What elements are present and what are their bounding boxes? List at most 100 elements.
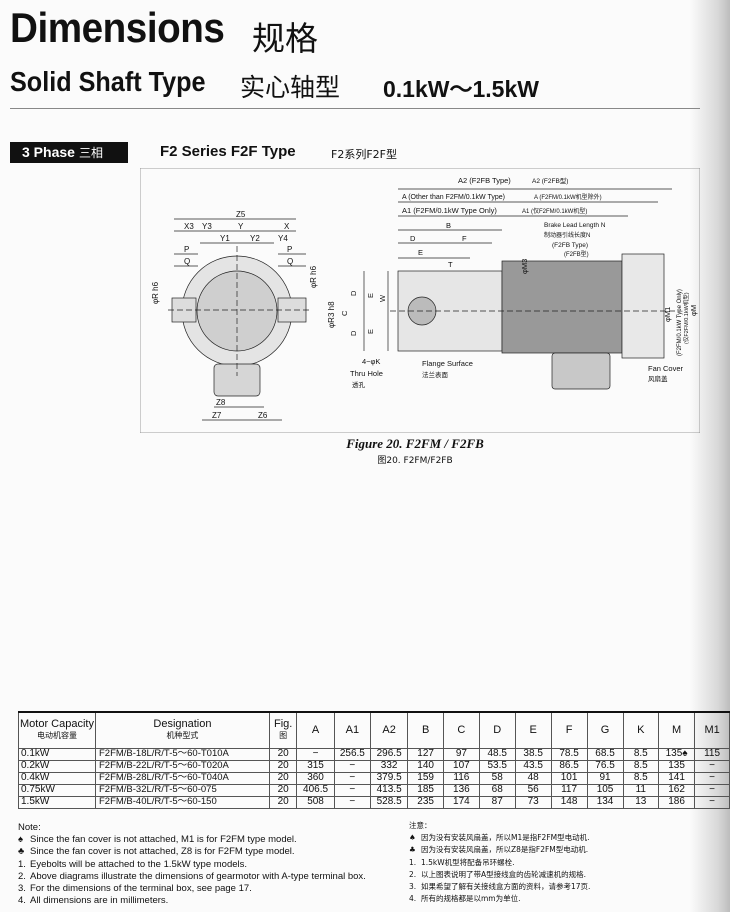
label-m1: φM1 [663, 307, 672, 322]
cell-value: 406.5 [296, 783, 335, 797]
cell-designation: F2FM/B-28L/R/T-5〜60-T040A [94, 771, 270, 785]
notes-en: Note: ♠Since the fan cover is not attach… [18, 822, 366, 907]
cell-designation: F2FM/B-18L/R/T-5〜60-T010A [94, 747, 270, 761]
label-q-right: Q [287, 257, 293, 266]
cell-value: 8.5 [622, 771, 660, 785]
note-marker: 1. [18, 858, 26, 870]
cell-value: 8.5 [622, 759, 660, 773]
label-x: X [284, 222, 290, 231]
cell-value: 87 [478, 795, 516, 809]
label-brake-lead-cn: 制动器引线长度N [544, 231, 590, 239]
cell-value: 11 [622, 783, 660, 797]
header-col: M1 [694, 711, 730, 749]
cell-fig: 20 [268, 747, 298, 761]
page-title-cn: 规格 [252, 19, 318, 58]
cell-value: 38.5 [514, 747, 552, 761]
cell-value: 235 [407, 795, 445, 809]
label-m1-note-cn: (仅F2FM/0.1kW机型) [682, 292, 690, 344]
note-item: 1. Eyebolts will be attached to the 1.5kW… [18, 859, 366, 871]
label-z6: Z6 [258, 411, 268, 420]
label-z5: Z5 [236, 210, 246, 219]
right-shaft [277, 297, 307, 323]
cell-value: − [694, 783, 730, 797]
note-item: 1.1.5kW机型将配备吊环螺栓. [409, 857, 590, 869]
cell-fig: 20 [268, 795, 298, 809]
cell-value: 116 [443, 771, 480, 785]
cell-value: 8.5 [622, 747, 660, 761]
cell-capacity: 0.2kW [18, 759, 96, 773]
page-title: Dimensions [10, 4, 225, 51]
label-thru-hole-cn: 透孔 [352, 381, 366, 389]
label-r-h6-left: φR h6 [151, 281, 160, 304]
note-marker: ♣ [18, 846, 25, 858]
header-col: A2 [370, 711, 409, 749]
cell-value: 315 [296, 759, 335, 773]
notes-cn-list: ♠因为没有安装风扇盖，所以M1是指F2FM型电动机.♣因为没有安装风扇盖，所以Z… [409, 832, 590, 905]
notes-cn: 注意： ♠因为没有安装风扇盖，所以M1是指F2FM型电动机.♣因为没有安装风扇盖… [409, 820, 590, 905]
label-fan-cover: Fan Cover [648, 364, 684, 373]
label-brake-lead: Brake Lead Length N [544, 222, 606, 229]
cell-capacity: 1.5kW [18, 795, 96, 809]
note-text: For the dimensions of the terminal box, … [30, 883, 252, 895]
note-text: Above diagrams illustrate the dimensions… [30, 870, 366, 882]
phase-label: 3 Phase [22, 144, 75, 160]
notes-title: Note: [18, 822, 41, 833]
cell-value: 56 [514, 783, 552, 797]
cell-value: 528.5 [370, 795, 409, 809]
label-z8: Z8 [216, 398, 226, 407]
series-title-cn: F2系列F2F型 [331, 148, 397, 161]
cell-value: − [333, 759, 372, 773]
note-marker: 2. [18, 870, 26, 882]
side-terminal-box [551, 352, 611, 390]
label-d-left1: D [349, 290, 358, 296]
cell-value: 174 [443, 795, 480, 809]
cell-value: 68.5 [586, 747, 624, 761]
cell-designation: F2FM/B-32L/R/T-5〜60-075 [94, 783, 270, 797]
cell-value: 91 [586, 771, 624, 785]
note-text: Eyebolts will be attached to the 1.5kW t… [30, 858, 248, 870]
header-col: A1 [333, 711, 372, 749]
note-marker: 2. [409, 869, 417, 879]
label-m3: φM3 [520, 259, 529, 274]
figure-caption: Figure 20. F2FM / F2FB [346, 436, 484, 451]
cell-value: 332 [370, 759, 409, 773]
cell-value: 101 [550, 771, 588, 785]
notes-en-list: ♠Since the fan cover is not attached, M1… [18, 834, 366, 907]
label-f: F [462, 234, 467, 243]
note-text: All dimensions are in millimeters. [30, 895, 169, 907]
divider [10, 108, 700, 109]
cell-value: − [694, 795, 730, 809]
cell-value: 360 [296, 771, 335, 785]
cell-value: 73 [514, 795, 552, 809]
cell-value: 43.5 [514, 759, 552, 773]
note-marker: 4. [18, 895, 26, 907]
page-subtitle-cn: 实心轴型 [240, 73, 341, 102]
label-k: 4−φK [362, 357, 380, 366]
label-r3-h8: φR3 h8 [327, 301, 336, 328]
note-text: Since the fan cover is not attached, Z8 … [30, 846, 295, 858]
page-subtitle: Solid Shaft Type [10, 66, 206, 97]
end-view-labels: Z5 X3 Y3 Y X Y1 Y2 Y4 P Q P Q φR h6 φR h… [151, 210, 336, 420]
cell-value: 148 [550, 795, 588, 809]
end-view [168, 218, 312, 421]
cell-value: 68 [478, 783, 516, 797]
cell-value: 162 [658, 783, 696, 797]
series-title: F2 Series F2F Type [160, 143, 296, 160]
note-marker: 3. [409, 882, 417, 892]
note-text: 所有的规格都是以mm为单位. [421, 894, 521, 904]
left-shaft [171, 297, 197, 323]
dimension-drawing: Z5 X3 Y3 Y X Y1 Y2 Y4 P Q P Q φR h6 φR h… [140, 168, 700, 433]
note-text: 因为没有安装风扇盖，所以Z8是指F2FM型电动机. [421, 845, 589, 855]
note-text: Since the fan cover is not attached, M1 … [30, 834, 297, 846]
note-marker: ♠ [409, 833, 416, 843]
cell-value: 140 [407, 759, 445, 773]
label-q-left: Q [184, 257, 190, 266]
header-col: K [622, 711, 660, 749]
